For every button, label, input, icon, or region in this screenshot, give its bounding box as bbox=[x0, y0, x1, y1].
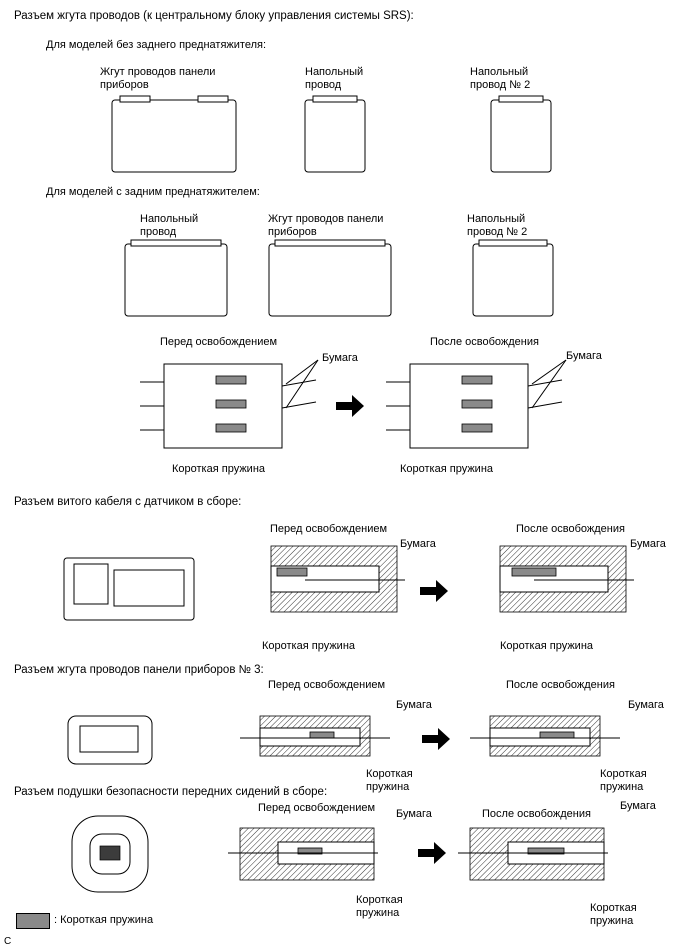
label-floor-wire2-2: Напольный провод № 2 bbox=[467, 213, 528, 238]
label-short-spring-8: Короткая пружина bbox=[590, 902, 637, 927]
label-after-release-3: После освобождения bbox=[506, 679, 615, 691]
connector-seat-airbag bbox=[71, 815, 149, 893]
label-before-release-3: Перед освобождением bbox=[268, 679, 386, 691]
arrow-right-4 bbox=[418, 842, 446, 864]
release-diagram-after-2 bbox=[499, 545, 634, 613]
section-title-spiral-cable: Разъем витого кабеля с датчиком в сборе: bbox=[14, 496, 242, 508]
label-after-release-2: После освобождения bbox=[516, 523, 625, 535]
connector-floor-wire2-pretensioner bbox=[472, 239, 554, 317]
label-after-release-1: После освобождения bbox=[430, 336, 539, 348]
legend-swatch bbox=[16, 913, 50, 929]
label-instrument-harness-2: Жгут проводов панели приборов bbox=[268, 213, 384, 238]
label-floor-wire-1: Напольный провод bbox=[305, 66, 364, 91]
label-paper-8: Бумага bbox=[620, 800, 656, 812]
release-diagram-before-1 bbox=[140, 359, 319, 449]
connector-floor-wire-pretensioner bbox=[124, 239, 228, 317]
label-instrument-harness-1: Жгут проводов панели приборов bbox=[100, 66, 216, 91]
release-diagram-after-4 bbox=[458, 827, 608, 881]
label-before-release-4: Перед освобождением bbox=[258, 802, 376, 814]
release-diagram-before-2 bbox=[270, 545, 405, 613]
connector-spiral-cable bbox=[63, 557, 195, 621]
subtitle-no-pretensioner: Для моделей без заднего преднатяжителя: bbox=[46, 39, 267, 51]
arrow-right-3 bbox=[422, 728, 450, 750]
connector-floor-wire2-no-pretensioner bbox=[490, 95, 552, 173]
label-short-spring-7: Короткая пружина bbox=[356, 894, 403, 919]
label-paper-2: Бумага bbox=[566, 350, 602, 362]
release-diagram-after-1 bbox=[386, 359, 567, 449]
figure-code: C bbox=[4, 936, 12, 947]
arrow-right-1 bbox=[336, 395, 364, 417]
label-short-spring-5: Короткая пружина bbox=[366, 768, 413, 793]
connector-harness-3 bbox=[67, 715, 153, 765]
release-diagram-after-3 bbox=[470, 715, 620, 757]
arrow-right-2 bbox=[420, 580, 448, 602]
label-paper-7: Бумага bbox=[396, 808, 432, 820]
section-title-harness-3: Разъем жгута проводов панели приборов № … bbox=[14, 664, 264, 676]
label-floor-wire-2: Напольный провод bbox=[140, 213, 199, 238]
label-short-spring-3: Короткая пружина bbox=[262, 640, 356, 652]
label-short-spring-2: Короткая пружина bbox=[400, 463, 494, 475]
connector-instrument-harness-no-pretensioner bbox=[111, 95, 237, 173]
label-short-spring-1: Короткая пружина bbox=[172, 463, 266, 475]
label-floor-wire2-1: Напольный провод № 2 bbox=[470, 66, 531, 91]
label-before-release-2: Перед освобождением bbox=[270, 523, 388, 535]
label-paper-1: Бумага bbox=[322, 352, 358, 364]
subtitle-with-pretensioner: Для моделей с задним преднатяжителем: bbox=[46, 186, 260, 198]
label-after-release-4: После освобождения bbox=[482, 808, 591, 820]
legend-text: : Короткая пружина bbox=[54, 914, 154, 926]
release-diagram-before-4 bbox=[228, 827, 378, 881]
section-title-srs: Разъем жгута проводов (к центральному бл… bbox=[14, 10, 414, 22]
label-short-spring-6: Короткая пружина bbox=[600, 768, 647, 793]
label-paper-6: Бумага bbox=[628, 699, 664, 711]
label-short-spring-4: Короткая пружина bbox=[500, 640, 594, 652]
section-title-seat-airbag: Разъем подушки безопасности передних сид… bbox=[14, 786, 328, 798]
label-paper-4: Бумага bbox=[630, 538, 666, 550]
release-diagram-before-3 bbox=[240, 715, 390, 757]
connector-instrument-harness-pretensioner bbox=[268, 239, 392, 317]
label-before-release-1: Перед освобождением bbox=[160, 336, 278, 348]
label-paper-3: Бумага bbox=[400, 538, 436, 550]
connector-floor-wire-no-pretensioner bbox=[304, 95, 366, 173]
label-paper-5: Бумага bbox=[396, 699, 432, 711]
